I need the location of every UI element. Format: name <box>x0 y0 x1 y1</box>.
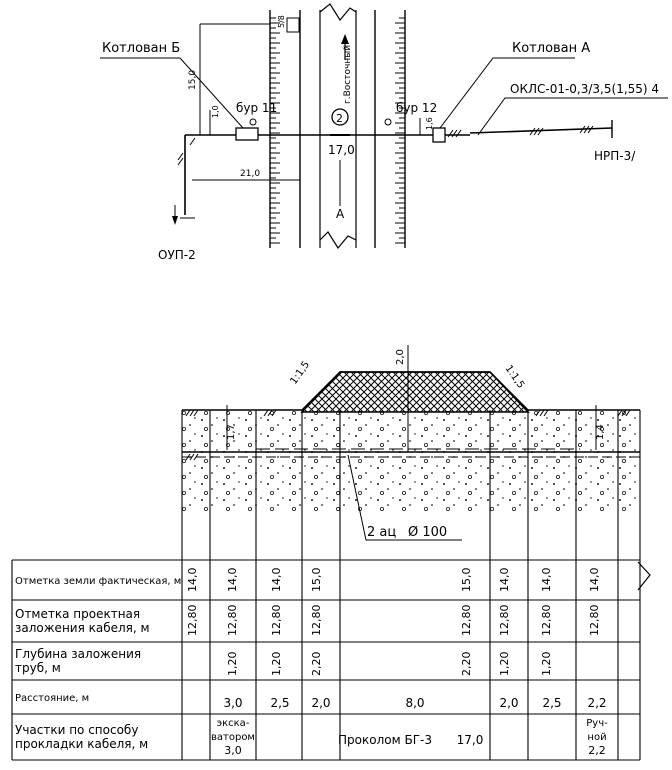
ground-mark: 14,0 <box>540 568 553 593</box>
plan-view: 5/8 г.Восточный Котлован Б Котлован А <box>100 3 668 262</box>
row-label: Расстояние, м <box>15 693 89 704</box>
ground-mark: 14,0 <box>226 568 239 593</box>
method-manual-length: 2,2 <box>588 744 606 757</box>
slope-right: 1:1,5 <box>503 363 527 390</box>
section-a-label: А <box>336 207 345 221</box>
distance-value: 3,0 <box>223 696 242 710</box>
distance-value: 2,5 <box>270 696 289 710</box>
profile-view: 1,7 1,4 2,0 1:1,5 1:1,5 2 ац Ø 100 <box>182 345 640 541</box>
row-label: Глубина заложения <box>15 647 141 661</box>
dim-1-6: 1,6 <box>425 117 434 130</box>
design-mark: 12,80 <box>186 605 199 637</box>
ground-mark: 14,0 <box>186 568 199 593</box>
method-puncture-length: 17,0 <box>457 733 484 747</box>
distance-value: 2,5 <box>542 696 561 710</box>
ground-mark: 15,0 <box>310 568 323 593</box>
top-dim: 2,0 <box>395 349 406 365</box>
distance-value: 2,0 <box>311 696 330 710</box>
ground-mark: 14,0 <box>588 568 601 593</box>
pipes-label: 2 ац <box>367 525 396 540</box>
depth-value: 1,20 <box>498 652 511 677</box>
row-label: Отметка земли фактическая, м <box>15 576 181 587</box>
pipe-diameter: Ø 100 <box>408 525 447 540</box>
pit-a-label: Котлован А <box>512 41 590 56</box>
nrp-label: НРП-3/ <box>594 149 636 163</box>
row-label: труб, м <box>15 661 61 675</box>
row-label: прокладки кабеля, м <box>15 737 148 751</box>
method-excavator-length: 3,0 <box>224 744 242 757</box>
profile-table: Отметка земли фактическая, м Отметка прое… <box>11 410 641 761</box>
distance-value: 2,0 <box>499 696 518 710</box>
method-manual: Руч- <box>586 718 608 729</box>
design-mark: 12,80 <box>270 605 283 637</box>
ground-mark: 14,0 <box>270 568 283 593</box>
design-mark: 12,80 <box>498 605 511 637</box>
ground-mark: 15,0 <box>460 568 473 593</box>
road-number-circle <box>331 108 349 126</box>
street-name: г.Восточный <box>343 45 353 104</box>
road-number: 2 <box>336 112 343 125</box>
bore-12-label: бур 12 <box>396 101 437 115</box>
method-excavator: ватором <box>211 732 255 743</box>
dim-1-7: 1,7 <box>226 424 237 440</box>
depth-value: 2,20 <box>310 652 323 677</box>
ground-mark: 14,0 <box>498 568 511 593</box>
design-mark: 12,80 <box>310 605 323 637</box>
design-mark: 12,80 <box>588 605 601 637</box>
method-manual: ной <box>587 732 606 743</box>
distance-value: 8,0 <box>405 696 424 710</box>
design-mark: 12,80 <box>226 605 239 637</box>
method-excavator: экска- <box>217 718 250 729</box>
pit-b-label: Котлован Б <box>102 41 180 56</box>
depth-value: 2,20 <box>460 652 473 677</box>
depth-value: 1,20 <box>226 652 239 677</box>
dim-15: 15,0 <box>188 70 198 90</box>
bore-11-label: бур 11 <box>236 101 277 115</box>
row-label: Участки по способу <box>15 723 138 737</box>
dim-21: 21,0 <box>240 169 260 179</box>
design-mark: 12,80 <box>540 605 553 637</box>
dim-1-4: 1,4 <box>595 424 606 440</box>
dim-1: 1,0 <box>211 105 220 118</box>
oup-label: ОУП-2 <box>158 248 196 262</box>
method-puncture: Проколом БГ-3 <box>338 733 432 747</box>
row-label: Отметка проектная <box>15 607 140 621</box>
distance-value: 2,2 <box>587 696 606 710</box>
cable-label: ОКЛС-01-0,3/3,5(1,55) 4 <box>510 82 659 96</box>
pit-b-marker <box>235 127 259 141</box>
plan-length: 17,0 <box>328 143 355 157</box>
road-mark-label: 5/8 <box>277 15 286 28</box>
depth-value: 1,20 <box>270 652 283 677</box>
pit-a-marker <box>432 127 446 143</box>
slope-left: 1:1,5 <box>288 359 312 386</box>
row-label: заложения кабеля, м <box>15 621 150 635</box>
design-mark: 12,80 <box>460 605 473 637</box>
depth-value: 1,20 <box>540 652 553 677</box>
